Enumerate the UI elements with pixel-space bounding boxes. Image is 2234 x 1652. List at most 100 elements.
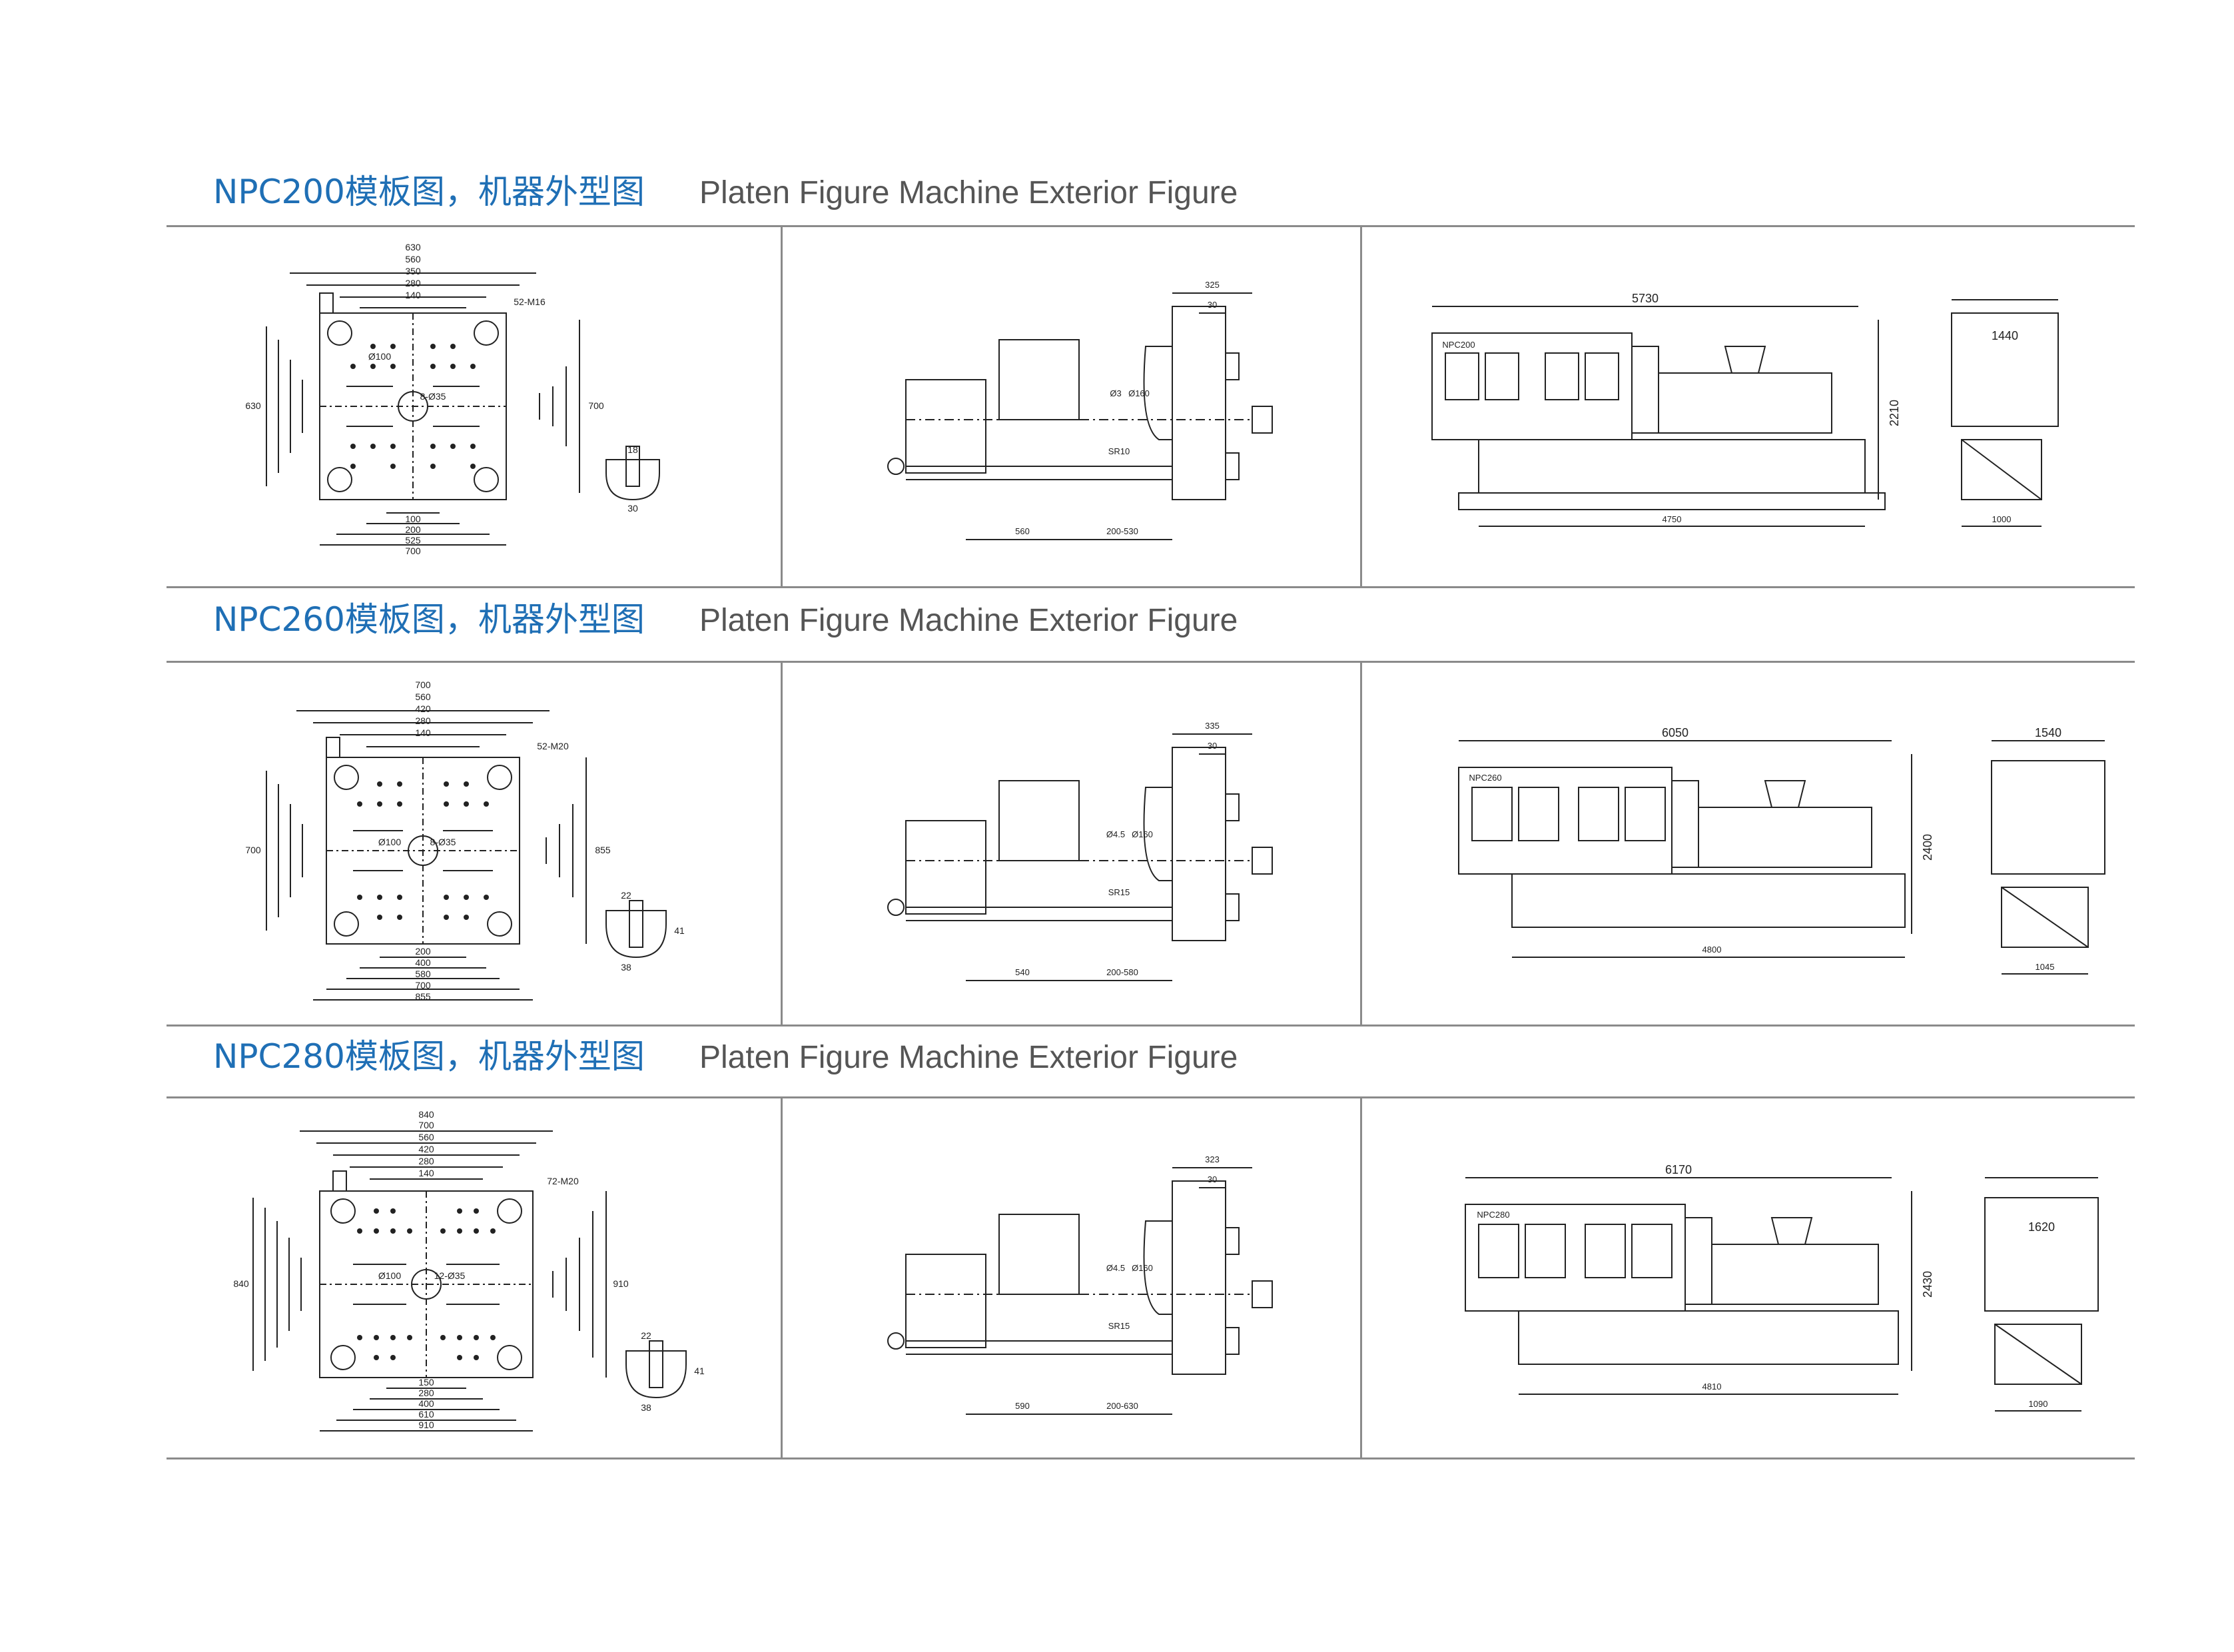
slot-side-label: 41 [674,925,685,936]
dim-label: 30 [1208,741,1217,751]
dim-label: Ø160 [1132,1263,1153,1273]
dim-label: 700 [588,400,604,411]
column-divider [1360,1098,1362,1457]
dim-label: 840 [418,1109,434,1120]
column-divider [781,1098,783,1457]
dim-label: 400 [418,1398,434,1409]
column-divider [781,226,783,586]
column-divider [781,662,783,1025]
dim-label: 525 [405,535,421,546]
dim-label: Ø160 [1128,388,1150,398]
dim-label: 30 [1208,1174,1217,1184]
dim-width-base: 1090 [2029,1399,2048,1409]
dim-label: 200 [415,946,431,957]
dim-label: 325 [1205,280,1220,290]
dim-label: 855 [415,991,431,1002]
exterior-figure: 6170 NPC280 4810 2430 1620 1090 [1465,1163,2099,1412]
exterior-figure: 5730 NPC200 4750 2210 1440 1000 [1431,292,2059,527]
thread-label: 72-M20 [547,1176,579,1186]
dim-base: 4750 [1663,514,1682,524]
dim-label: 323 [1205,1154,1220,1164]
dim-label: 420 [418,1144,434,1154]
dim-label: SR15 [1108,1321,1130,1331]
dim-label: 400 [415,957,431,968]
dim-height: 2430 [1921,1271,1934,1298]
dim-label: 700 [405,546,421,556]
center-hole-label: Ø100 [378,1270,401,1281]
dim-length: 6170 [1665,1163,1692,1176]
dim-label: 560 [418,1132,434,1142]
slot-top-label: 22 [641,1330,651,1341]
dim-width-top: 1540 [2035,726,2061,739]
section-npc200: NPC200模板图，机器外型图 Platen Figure Machine Ex… [0,167,2234,593]
dim-label: 560 [415,691,431,702]
dim-label: 700 [415,679,431,690]
section-title-en: Platen Figure Machine Exterior Figure [699,1040,1238,1075]
dim-label: 350 [405,266,421,276]
dim-height: 2210 [1888,400,1901,426]
dim-label: SR10 [1108,446,1130,456]
dim-label: 280 [418,1156,434,1166]
section-header: NPC280模板图，机器外型图 Platen Figure Machine Ex… [0,1031,2234,1098]
dim-label: 590 [1015,1401,1030,1411]
slot-bottom-label: 38 [621,962,631,973]
dim-label: 700 [415,980,431,991]
section-title-cn: NPC260模板图，机器外型图 [213,600,645,639]
dim-label: 200-580 [1106,967,1138,977]
section-header: NPC260模板图，机器外型图 Platen Figure Machine Ex… [0,594,2234,661]
dim-label: 200-630 [1106,1401,1138,1411]
column-divider [1360,226,1362,586]
dim-label: 30 [1208,300,1217,310]
center-hole-label: Ø100 [368,351,391,362]
dim-width-base: 1000 [1992,514,2012,524]
dim-label: 200-530 [1106,526,1138,536]
platen-figure: 630 560 350 280 140 100 200 525 700 52-M… [245,242,660,556]
section-npc280: NPC280模板图，机器外型图 Platen Figure Machine Ex… [0,1031,2234,1464]
bottom-rule [167,586,2135,588]
dim-label: 200 [405,524,421,535]
dim-height: 2400 [1921,834,1934,861]
section-npc260: NPC260模板图，机器外型图 Platen Figure Machine Ex… [0,594,2234,1027]
dim-label: 560 [1015,526,1030,536]
top-rule [167,1096,2135,1098]
dim-base: 4800 [1702,945,1722,955]
slot-side-label: 41 [694,1366,705,1376]
section-title-cn: NPC200模板图，机器外型图 [213,173,645,211]
dim-label: 910 [418,1420,434,1430]
dim-label: 140 [418,1168,434,1178]
dim-label: 100 [405,514,421,524]
dim-label: 150 [418,1377,434,1388]
model-label: NPC280 [1477,1210,1509,1220]
thread-label: 52-M16 [514,296,546,307]
top-rule [167,225,2135,227]
dim-label: 280 [418,1388,434,1398]
dim-width-base: 1045 [2036,962,2055,972]
platen-figure: 840 700 560 420 280 140 150 280 400 610 … [233,1109,705,1432]
dim-label: Ø160 [1132,829,1153,839]
top-rule [167,661,2135,663]
slot-top-label: 22 [621,890,631,901]
dim-label: 140 [405,290,421,300]
dim-label: 610 [418,1409,434,1420]
column-divider [1360,662,1362,1025]
dim-label: 540 [1015,967,1030,977]
section-header: NPC200模板图，机器外型图 Platen Figure Machine Ex… [0,167,2234,233]
small-hole-label: 8-Ø35 [420,391,446,402]
dim-label: 335 [1205,721,1220,731]
slot-bottom-label: 38 [641,1402,651,1413]
dim-label: Ø4.5 [1106,1263,1125,1273]
dim-width-top: 1620 [2028,1220,2055,1234]
dim-length: 5730 [1632,292,1659,305]
section-title-cn: NPC280模板图，机器外型图 [213,1037,645,1076]
dim-width-top: 1440 [1992,329,2018,342]
dim-label: SR15 [1108,887,1130,897]
side-section-figure: 335 30 Ø4.5 Ø160 SR15 540 200-580 [887,721,1273,981]
center-hole-label: Ø100 [378,837,401,847]
section-title-en: Platen Figure Machine Exterior Figure [699,175,1238,210]
side-section-figure: 323 30 Ø4.5 Ø160 SR15 590 200-630 [887,1154,1273,1415]
dim-label: 280 [415,715,431,726]
dim-label: Ø4.5 [1106,829,1125,839]
small-hole-label: 8-Ø35 [430,837,456,847]
side-section-figure: 325 30 Ø3 Ø160 SR10 560 200-530 [887,280,1273,540]
dim-base: 4810 [1702,1382,1722,1392]
